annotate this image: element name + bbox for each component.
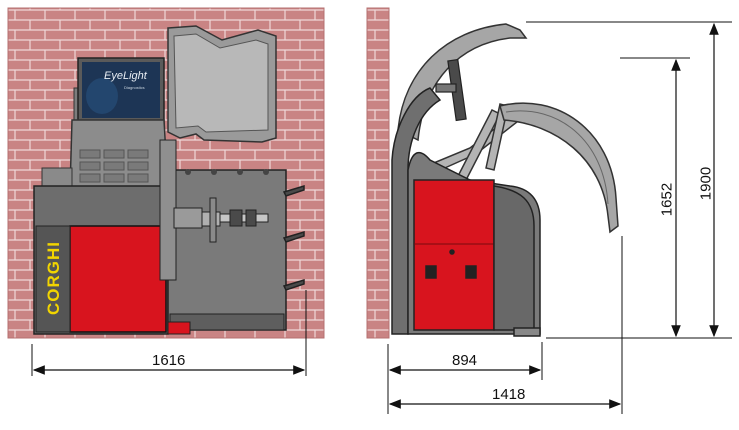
wheel-guard-front (167, 25, 277, 143)
balancer-shaft (159, 139, 269, 281)
width-dimension-label: 1616 (152, 352, 186, 369)
front-view (7, 7, 325, 376)
brick-wall-side (367, 8, 389, 338)
depth-dimension-label: 894 (452, 352, 478, 369)
wheel-guard-lowered (499, 102, 619, 234)
cabinet-side (391, 87, 541, 337)
screen-title: EyeLight (104, 70, 147, 82)
screen-subtitle: Diagnostics (124, 85, 145, 90)
red-panel-side (413, 179, 495, 331)
overall-depth-dimension-label: 1418 (492, 386, 526, 403)
overall-height-dimension-label: 1900 (697, 166, 715, 201)
monitor-side (435, 58, 467, 122)
red-door-front (69, 225, 167, 333)
side-view (366, 7, 732, 414)
monitor-front (77, 57, 165, 125)
height-dimension-label: 1652 (658, 182, 676, 217)
brand-logo: CORGHI (44, 241, 63, 315)
